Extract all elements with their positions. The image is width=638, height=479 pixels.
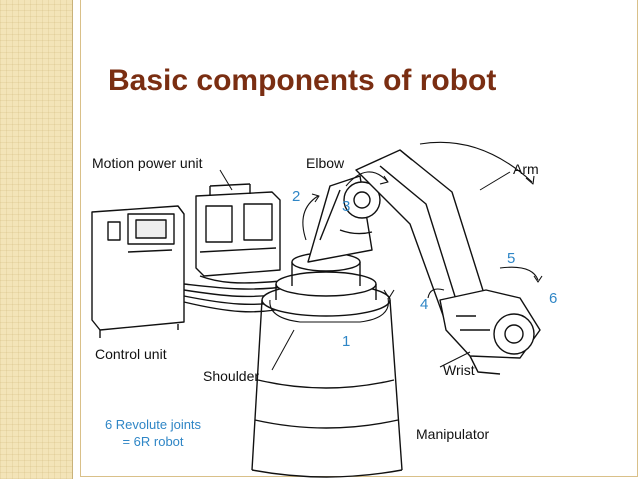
joint-number-4: 4 xyxy=(420,296,429,313)
joint-number-1: 1 xyxy=(342,333,351,350)
label-manipulator: Manipulator xyxy=(416,426,490,442)
slide-title: Basic components of robot xyxy=(108,64,497,97)
label-wrist: Wrist xyxy=(443,362,475,378)
motion-power-unit xyxy=(195,183,281,277)
label-motion-power-unit: Motion power unit xyxy=(92,155,203,171)
note-line-2: = 6R robot xyxy=(122,434,184,449)
label-shoulder: Shoulder xyxy=(203,368,260,384)
joint-number-6: 6 xyxy=(549,290,558,307)
wrist-assembly xyxy=(439,289,541,375)
joint-number-5: 5 xyxy=(507,250,516,267)
rotation-arrows xyxy=(269,141,543,323)
note-line-1: 6 Revolute joints xyxy=(104,417,202,432)
joint-number-3: 3 xyxy=(342,198,351,215)
label-elbow: Elbow xyxy=(306,155,345,171)
label-arm: Arm xyxy=(513,161,539,177)
pedestal xyxy=(251,252,403,478)
joint-number-2: 2 xyxy=(292,188,301,205)
label-control-unit: Control unit xyxy=(95,346,167,362)
leader-lines xyxy=(219,169,511,371)
strip-divider xyxy=(72,0,73,479)
joint-count-note: 6 Revolute joints = 6R robot xyxy=(93,416,213,450)
decorative-side-strip xyxy=(0,0,72,479)
control-cabinet xyxy=(91,205,185,338)
upper-arm xyxy=(307,175,381,263)
